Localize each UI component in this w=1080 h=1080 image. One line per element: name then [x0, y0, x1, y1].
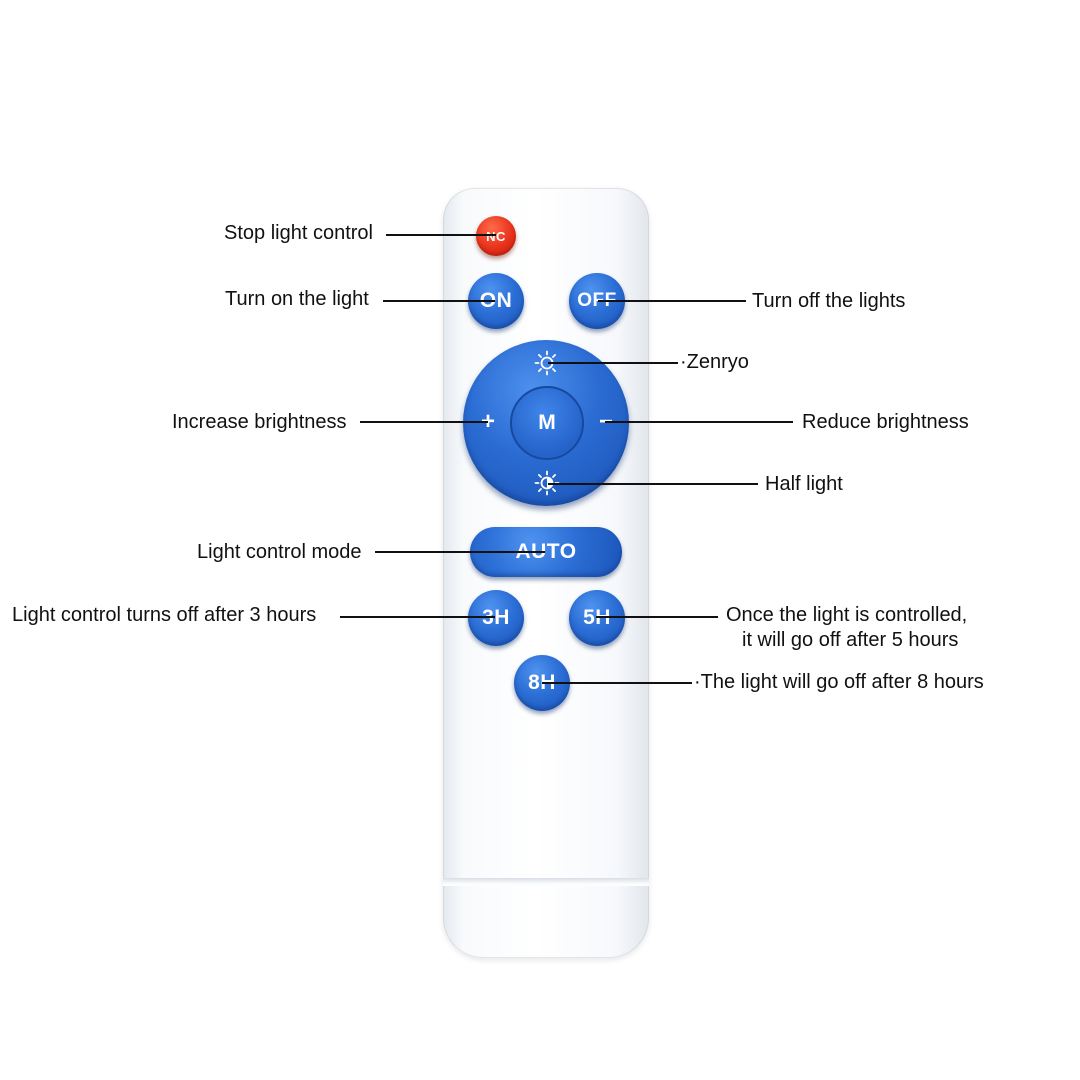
label-8-hours: ·The light will go off after 8 hours [694, 671, 984, 693]
label-zenryo: ·Zenryo [680, 351, 749, 373]
timer-3h-label: 3H [482, 606, 510, 629]
callout-line-8h [542, 682, 692, 684]
callout-line-auto [375, 551, 545, 553]
timer-3h-button[interactable]: 3H [468, 590, 524, 646]
timer-8h-label: 8H [528, 671, 556, 694]
callout-line-increase [360, 421, 488, 423]
callout-line-5h [596, 616, 718, 618]
auto-button-label: AUTO [515, 540, 577, 563]
label-reduce-brightness: Reduce brightness [802, 411, 969, 433]
nc-button[interactable]: NC [476, 216, 516, 256]
on-button-label: ON [479, 289, 513, 312]
callout-line-half [548, 483, 758, 485]
label-increase-brightness: Increase brightness [172, 411, 347, 433]
callout-line-reduce [605, 421, 793, 423]
label-3-hours: Light control turns off after 3 hours [12, 604, 317, 626]
label-5-hours-line1: Once the light is controlled, [726, 604, 968, 626]
mode-button[interactable]: M [510, 386, 584, 460]
sun-icon[interactable] [530, 348, 564, 378]
callout-line-off [598, 300, 746, 302]
timer-5h-button[interactable]: 5H [569, 590, 625, 646]
callout-line-nc [386, 234, 496, 236]
callout-line-zenryo [548, 362, 678, 364]
label-stop-light-control: Stop light control [224, 222, 373, 244]
label-5-hours-line2: it will go off after 5 hours [742, 629, 959, 651]
callout-line-on [383, 300, 495, 302]
battery-cover-seam [443, 878, 649, 886]
off-button-label: OFF [577, 290, 617, 311]
label-turn-on: Turn on the light [225, 288, 369, 310]
label-light-control-mode: Light control mode [197, 541, 362, 563]
timer-5h-label: 5H [583, 606, 611, 629]
callout-line-3h [340, 616, 495, 618]
mode-button-label: M [538, 411, 556, 434]
label-turn-off: Turn off the lights [752, 290, 906, 312]
nc-button-label: NC [486, 228, 506, 244]
label-half-light: Half light [765, 473, 843, 495]
